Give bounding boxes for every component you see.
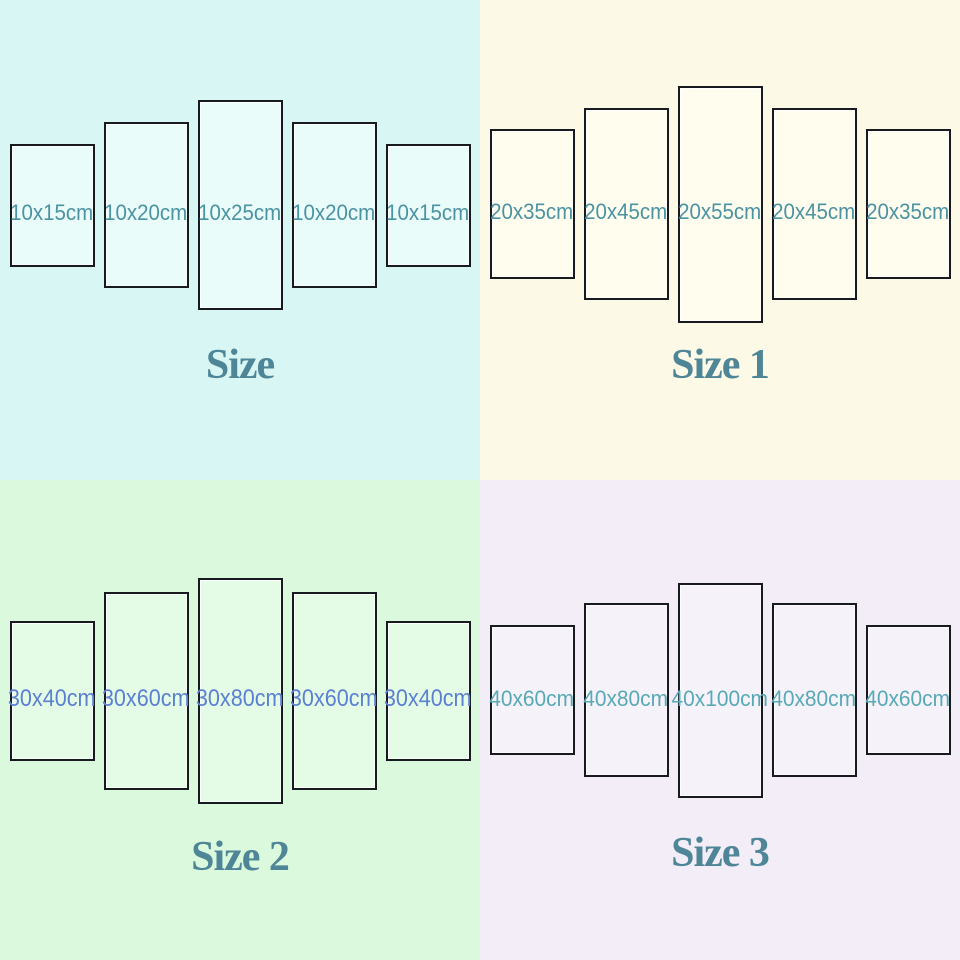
quadrant-title: Size <box>205 342 275 388</box>
canvas-panel: 20x35cm <box>865 129 951 279</box>
canvas-panel: 30x40cm <box>8 621 96 761</box>
quadrant-size-1: 20x35cm 20x45cm 20x55cm 20x45cm 20x35cm … <box>480 0 960 480</box>
canvas-panel: 30x40cm <box>384 621 472 761</box>
canvas-panel: 20x55cm <box>677 85 763 323</box>
canvas-panel: 40x80cm <box>583 603 669 777</box>
canvas-panel: 10x25cm <box>197 100 283 310</box>
canvas-panel: 40x100cm <box>672 582 768 798</box>
canvas-panel: 20x35cm <box>489 129 575 279</box>
panel-size-label: 30x40cm <box>384 685 472 712</box>
canvas-panel: 30x60cm <box>290 592 378 790</box>
quadrant-size-3: 40x60cm 40x80cm 40x100cm 40x80cm 40x60cm… <box>480 480 960 960</box>
panel-size-label: 10x15cm <box>386 200 470 225</box>
panel-size-label: 10x25cm <box>198 200 282 225</box>
canvas-panel: 10x15cm <box>9 143 95 267</box>
canvas-panel: 40x80cm <box>771 603 857 777</box>
quadrant-title: Size 3 <box>671 830 770 876</box>
panel-size-label: 20x45cm <box>584 199 668 224</box>
canvas-panel: 10x20cm <box>291 122 377 288</box>
panel-size-label: 30x60cm <box>102 685 190 712</box>
panel-size-label: 40x60cm <box>489 686 575 711</box>
panel-size-label: 10x20cm <box>292 200 376 225</box>
canvas-panel: 40x60cm <box>865 625 951 755</box>
quadrant-size: 10x15cm 10x20cm 10x25cm 10x20cm 10x15cm … <box>0 0 480 480</box>
canvas-panel: 30x80cm <box>196 578 284 804</box>
panel-size-label: 30x80cm <box>196 685 284 712</box>
canvas-panel: 10x20cm <box>103 122 189 288</box>
panel-size-label: 40x80cm <box>583 686 669 711</box>
panel-size-label: 30x40cm <box>8 685 96 712</box>
panel-size-label: 20x35cm <box>866 199 950 224</box>
canvas-panel: 30x60cm <box>102 592 190 790</box>
panel-size-label: 20x45cm <box>772 199 856 224</box>
panel-size-label: 30x60cm <box>290 685 378 712</box>
quadrant-title: Size 2 <box>191 834 290 880</box>
panel-size-label: 10x15cm <box>10 200 94 225</box>
canvas-panel: 20x45cm <box>771 108 857 300</box>
panel-size-label: 40x80cm <box>771 686 857 711</box>
canvas-panel: 10x15cm <box>385 143 471 267</box>
panel-size-label: 40x60cm <box>865 686 951 711</box>
panel-size-label: 20x35cm <box>490 199 574 224</box>
panel-size-label: 10x20cm <box>104 200 188 225</box>
canvas-panel: 40x60cm <box>489 625 575 755</box>
panel-size-label: 40x100cm <box>671 686 769 711</box>
quadrant-title: Size 1 <box>671 342 770 388</box>
quadrant-size-2: 30x40cm 30x60cm 30x80cm 30x60cm 30x40cm … <box>0 480 480 960</box>
canvas-panel: 20x45cm <box>583 108 669 300</box>
panel-size-label: 20x55cm <box>678 199 762 224</box>
